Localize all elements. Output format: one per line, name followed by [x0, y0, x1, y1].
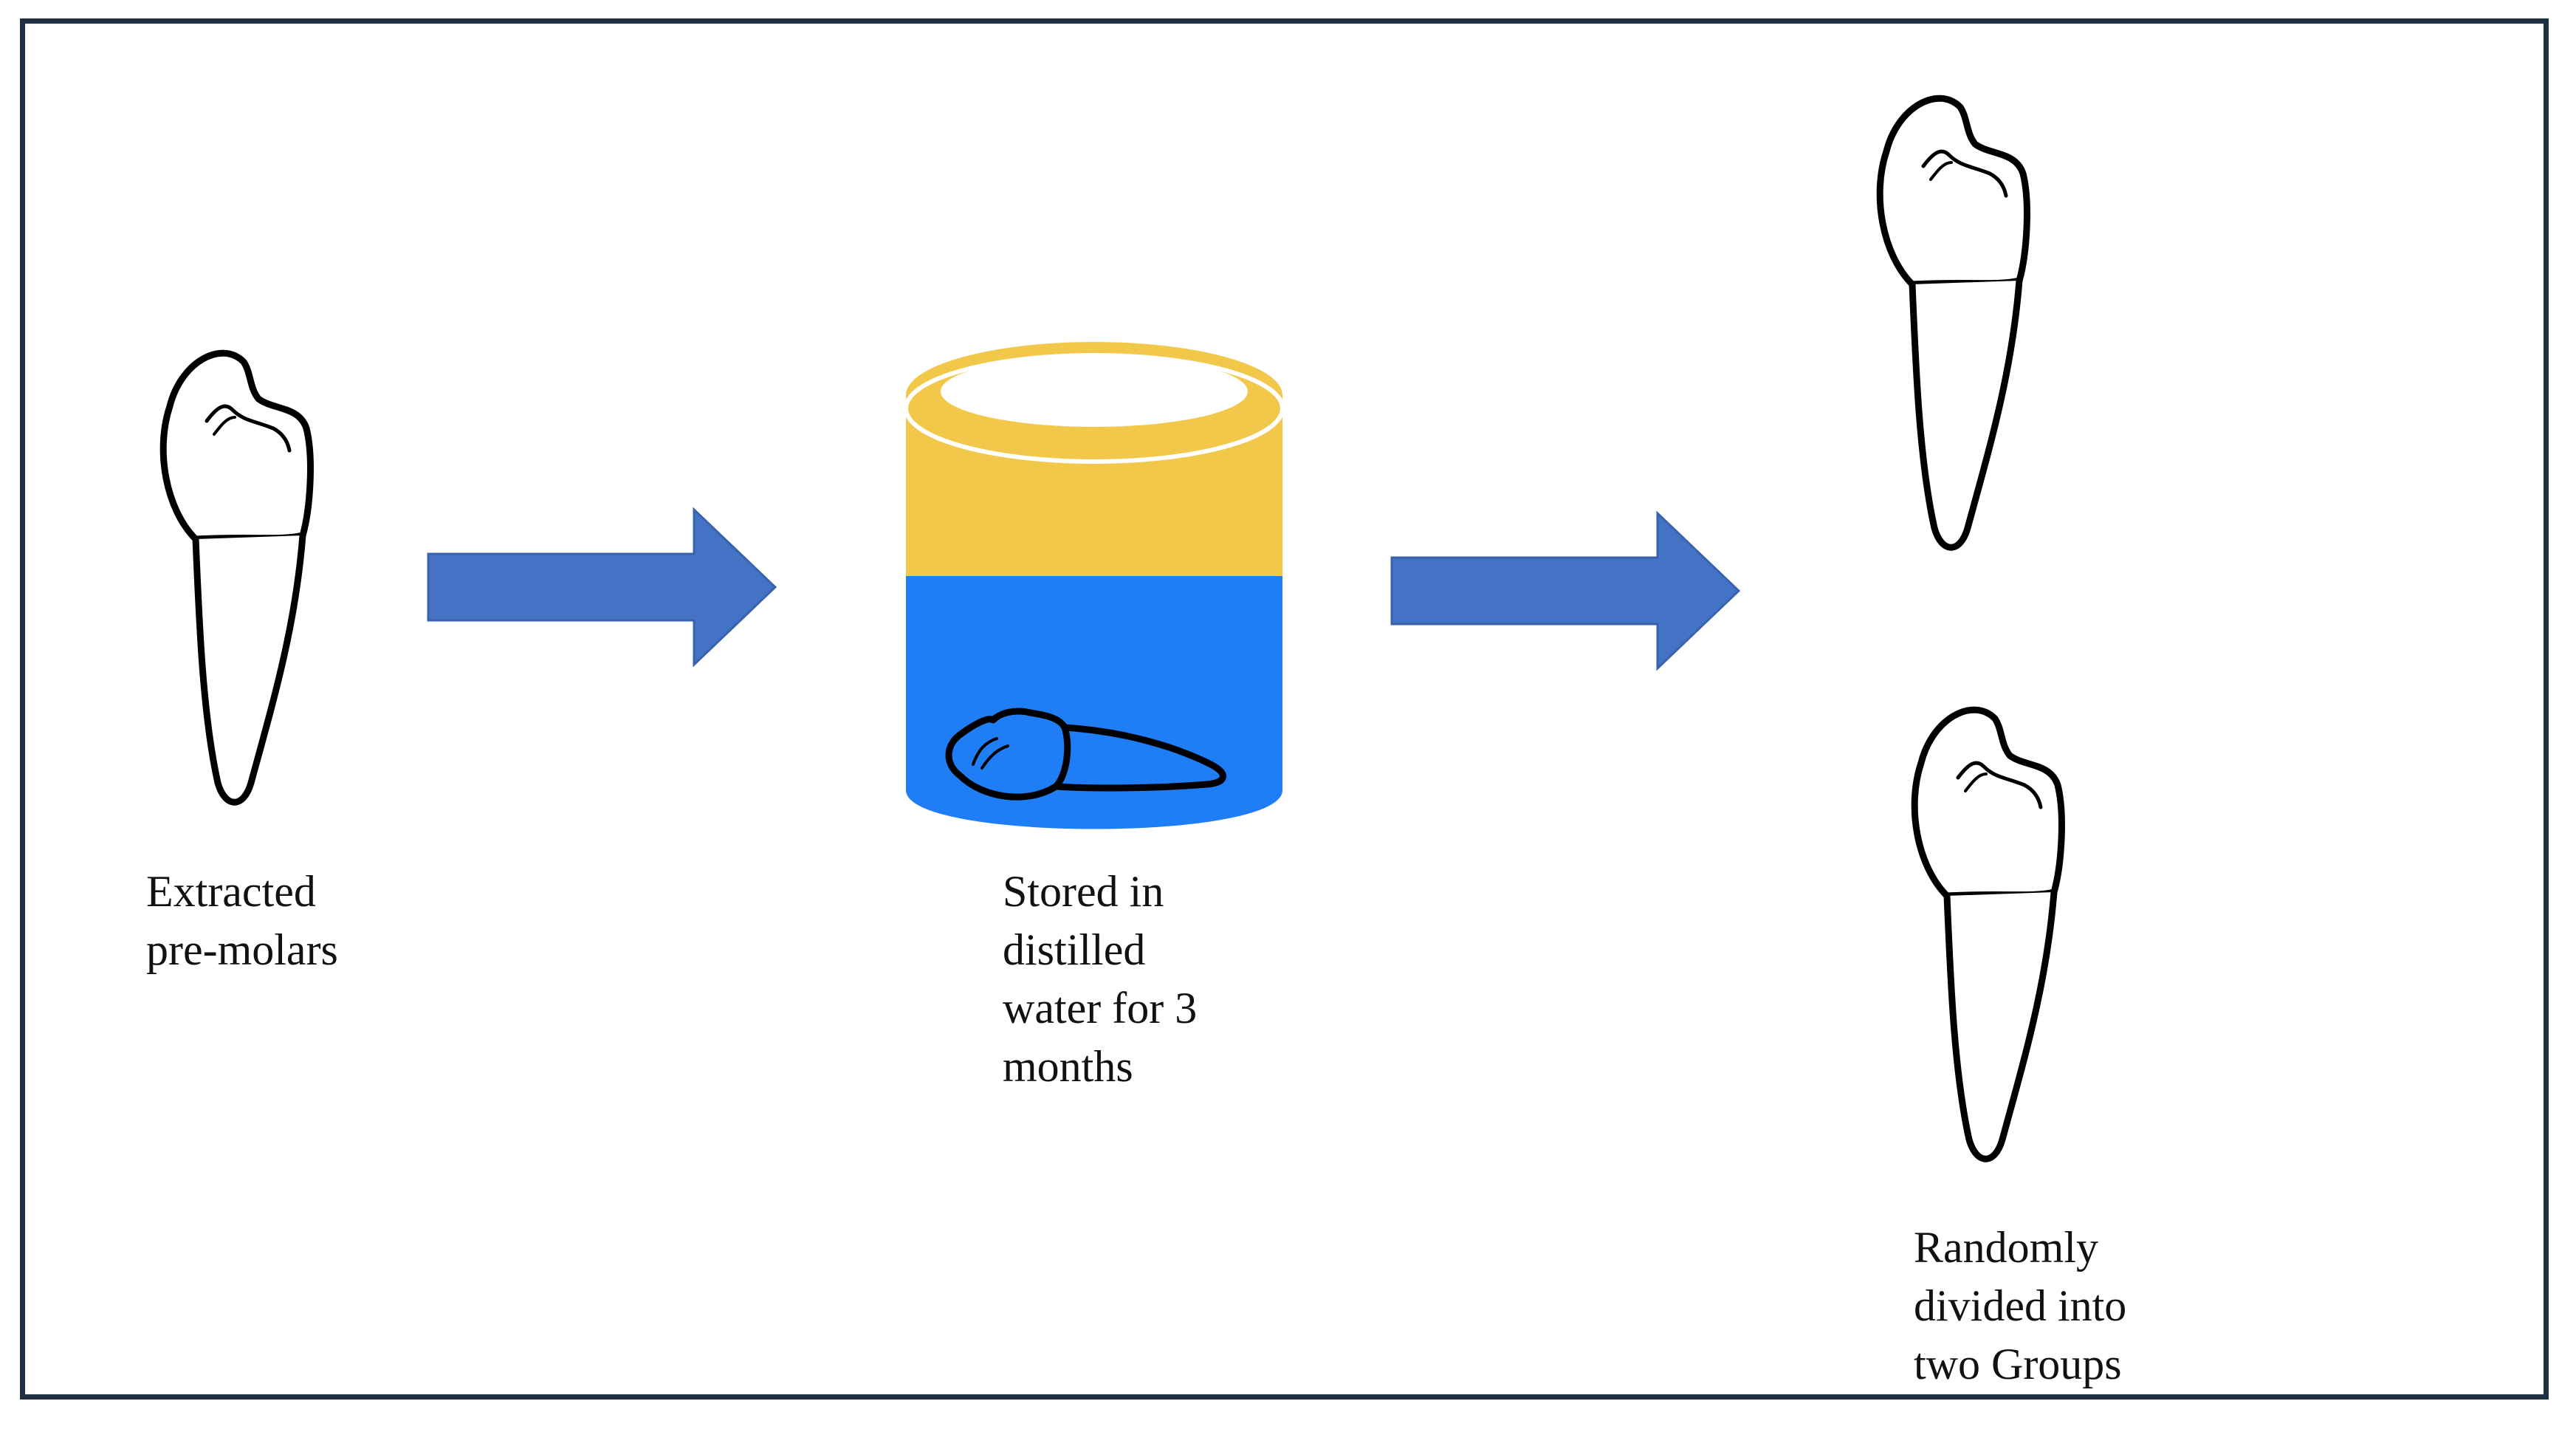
arrow-icon	[427, 508, 777, 666]
submerged-tooth-icon	[945, 708, 1226, 801]
step-1-label: Extracted pre-molars	[146, 867, 338, 974]
tooth-icon	[163, 353, 310, 802]
tooth-icon	[1914, 710, 2061, 1159]
step-2-label: Stored in distilled water for 3 months	[1003, 867, 1198, 1091]
step-3-label: Randomly divided into two Groups	[1914, 1223, 2127, 1388]
water-jar-icon	[904, 342, 1285, 829]
tooth-icon	[1880, 98, 2027, 547]
diagram-border	[20, 18, 2549, 1400]
arrow-icon	[1390, 512, 1740, 670]
